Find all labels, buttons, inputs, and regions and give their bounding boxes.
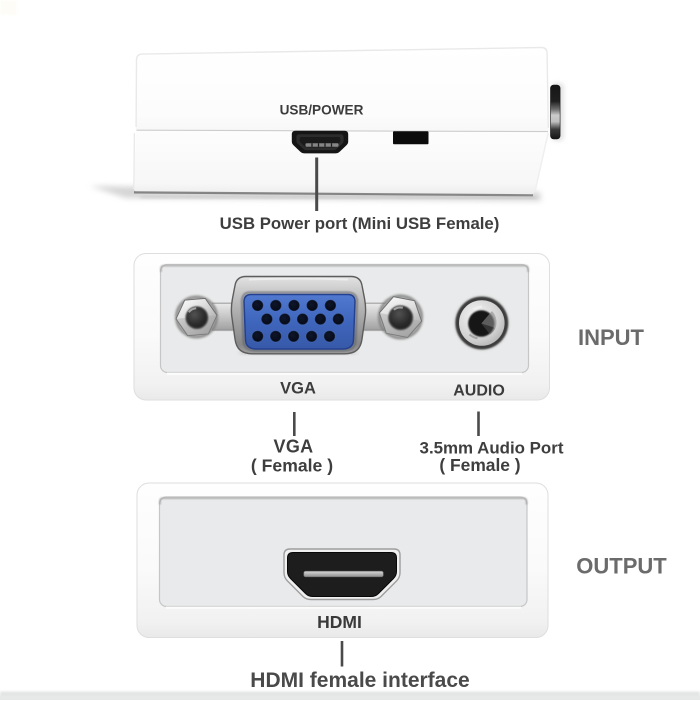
svg-text:HDMI: HDMI xyxy=(317,612,362,632)
svg-text:OUTPUT: OUTPUT xyxy=(576,554,667,579)
svg-text:AUDIO: AUDIO xyxy=(453,383,505,400)
svg-text:INPUT: INPUT xyxy=(578,325,645,350)
svg-text:USB/POWER: USB/POWER xyxy=(280,102,364,117)
svg-text:VGA: VGA xyxy=(280,380,316,398)
svg-text:VGA: VGA xyxy=(274,437,314,457)
svg-text:3.5mm Audio Port: 3.5mm Audio Port xyxy=(420,439,564,458)
svg-text:HDMI female interface: HDMI female interface xyxy=(250,669,469,692)
svg-text:USB Power port (Mini USB Femal: USB Power port (Mini USB Female) xyxy=(220,214,500,233)
svg-text:( Female ): ( Female ) xyxy=(251,456,333,476)
svg-text:( Female ): ( Female ) xyxy=(439,455,520,475)
